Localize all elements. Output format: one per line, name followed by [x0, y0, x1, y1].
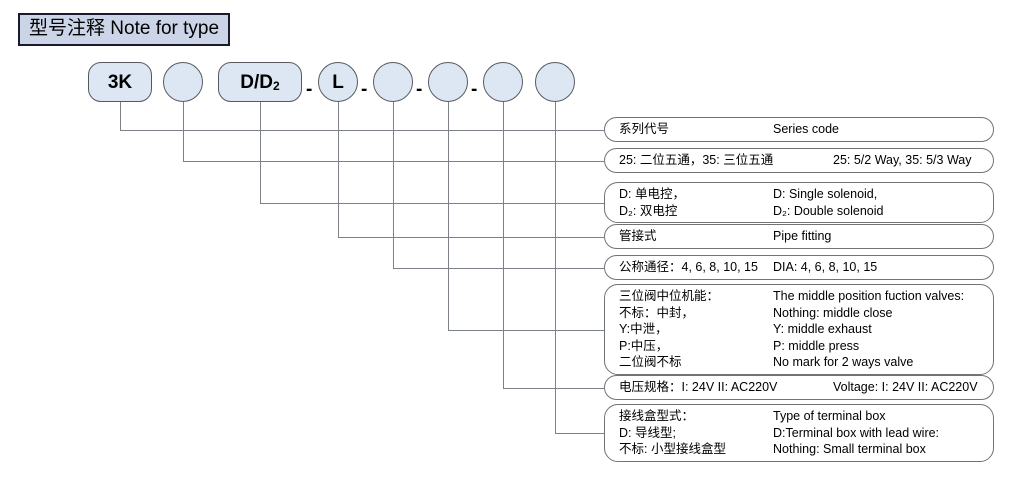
desc-cn-text: 不标：中封，	[619, 305, 695, 320]
desc-cn-text: 三位阀中位机能：	[619, 289, 720, 303]
desc-en-text: Voltage: I: 24V II: AC220V	[833, 380, 978, 394]
code-badge-empty-7[interactable]	[535, 62, 575, 102]
leader-hline-5	[448, 330, 604, 332]
desc-en-text: The middle position fuction valves:	[773, 289, 965, 303]
leader-hline-3	[338, 237, 604, 239]
desc-cn-text: 25: 二位五通，35: 三位五通	[619, 153, 774, 167]
desc-row-series-code: 系列代号 Series code	[604, 117, 994, 142]
page-title: 型号注释 Note for type	[18, 13, 231, 46]
code-badge-l[interactable]: L	[318, 62, 358, 102]
leader-vline-2	[260, 102, 262, 203]
leader-vline-1	[183, 102, 185, 161]
desc-cn-text: 接线盒型式：	[619, 409, 695, 423]
leader-hline-0	[120, 130, 604, 132]
desc-row-solenoid-type: D: 单电控， D: Single solenoid, D₂: 双电控 D₂: Dou…	[604, 182, 994, 223]
code-badge-empty-1[interactable]	[163, 62, 203, 102]
leader-vline-6	[503, 102, 505, 388]
desc-cn-text: 管接式	[619, 229, 657, 243]
leader-hline-4	[393, 268, 604, 270]
desc-en-text: P: middle press	[773, 338, 860, 353]
desc-en-text: Series code	[773, 122, 840, 136]
desc-en-text: Pipe fitting	[773, 229, 832, 243]
desc-en-text: Y: middle exhaust	[773, 322, 872, 336]
leader-hline-2	[260, 203, 604, 205]
desc-cn-text: D: 单电控，	[619, 187, 685, 201]
leader-vline-4	[393, 102, 395, 268]
desc-en-text: DIA: 4, 6, 8, 10, 15	[773, 260, 878, 274]
desc-cn-text: 不标: 小型接线盒型	[619, 442, 726, 456]
code-badge-empty-5[interactable]	[428, 62, 468, 102]
desc-cn-text: 电压规格：I: 24V II: AC220V	[619, 380, 778, 394]
desc-cn-text: 二位阀不标	[619, 355, 682, 369]
desc-en-text: D: Single solenoid,	[773, 187, 878, 201]
code-badge-3k[interactable]: 3K	[88, 62, 152, 102]
leader-vline-0	[120, 102, 122, 130]
desc-en-text: Nothing: middle close	[773, 305, 893, 320]
desc-cn-text: 公称通径：4, 6, 8, 10, 15	[619, 260, 758, 274]
desc-en-text: 25: 5/2 Way, 35: 5/3 Way	[833, 153, 972, 167]
desc-row-middle-position-function: 三位阀中位机能： The middle position fuction valv…	[604, 284, 994, 375]
code-separator-1: -	[361, 79, 368, 100]
code-badge-empty-4[interactable]	[373, 62, 413, 102]
desc-cn-text: 系列代号	[619, 122, 670, 136]
leader-hline-7	[555, 433, 604, 435]
leader-vline-3	[338, 102, 340, 237]
desc-cn-text: D₂: 双电控	[619, 203, 678, 218]
desc-cn-text: D: 导线型;	[619, 425, 676, 440]
code-separator-3: -	[471, 79, 478, 100]
code-badge-empty-6[interactable]	[483, 62, 523, 102]
code-separator-0: -	[306, 79, 313, 100]
desc-row-pipe-fitting: 管接式 Pipe fitting	[604, 224, 994, 249]
desc-row-nominal-diameter: 公称通径：4, 6, 8, 10, 15 DIA: 4, 6, 8, 10, 15	[604, 255, 994, 280]
desc-en-text: D:Terminal box with lead wire:	[773, 425, 940, 440]
desc-cn-text: P:中压，	[619, 338, 669, 353]
leader-hline-6	[503, 388, 604, 390]
desc-cn-text: Y:中泄，	[619, 322, 668, 336]
desc-en-text: No mark for 2 ways valve	[773, 355, 914, 369]
desc-row-way-type: 25: 二位五通，35: 三位五通 25: 5/2 Way, 35: 5/3 Wa…	[604, 148, 994, 173]
desc-en-text: Nothing: Small terminal box	[773, 442, 926, 456]
leader-vline-7	[555, 102, 557, 433]
leader-vline-5	[448, 102, 450, 330]
code-separator-2: -	[416, 79, 423, 100]
desc-en-text: D₂: Double solenoid	[773, 203, 884, 218]
desc-en-text: Type of terminal box	[773, 409, 886, 423]
desc-row-voltage-spec: 电压规格：I: 24V II: AC220V Voltage: I: 24V II…	[604, 375, 994, 400]
desc-row-terminal-box-type: 接线盒型式： Type of terminal box D: 导线型; D:Termi…	[604, 404, 994, 462]
